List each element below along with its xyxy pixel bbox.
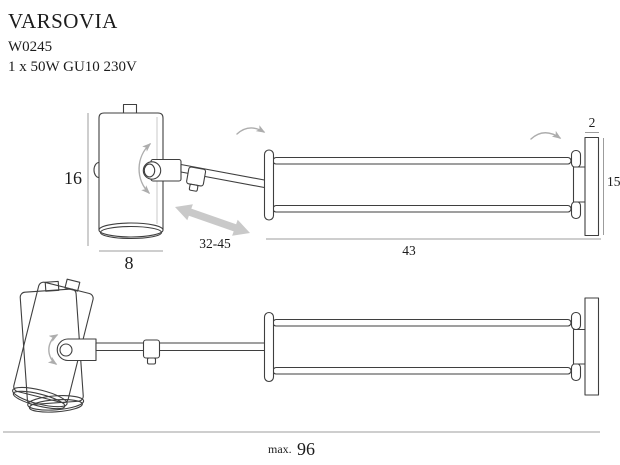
clamp-screw [188, 183, 199, 192]
pivot-knob-inner [143, 163, 156, 178]
dimension-label-plate-depth: 2 [589, 115, 596, 130]
rail-bottom [272, 366, 572, 375]
rail-end-top [570, 149, 582, 169]
lamp-head [93, 103, 164, 240]
dimension-label-rail-length: 43 [402, 243, 416, 258]
rail-assembly [263, 136, 600, 237]
lamp-head-main-position [19, 280, 85, 413]
clamp-collar [186, 166, 207, 187]
dimension-label-head-diameter: 8 [125, 253, 134, 273]
product-model: W0245 [8, 39, 52, 55]
tilted-view-drawing: max. 96 [3, 278, 600, 459]
product-spec: 1 x 50W GU10 230V [8, 59, 137, 75]
rail-end-bottom [570, 362, 582, 382]
clamp-collar [142, 339, 161, 359]
lens-rim-inner [28, 399, 83, 413]
rail-end-bottom [570, 200, 582, 220]
wall-plate [584, 297, 600, 396]
rail-top [272, 156, 572, 165]
dimension-max-width: max. 96 [3, 431, 600, 459]
tilt-arrow-icon [138, 142, 152, 195]
pivot-knob-outer [142, 161, 162, 180]
dimension-head-height: 16 [64, 113, 89, 246]
pivot-and-arm [142, 158, 268, 192]
dimension-label-extension-range: 32-45 [199, 236, 231, 251]
product-title: VARSOVIA [8, 9, 118, 33]
dimension-label-head-height: 16 [64, 168, 82, 188]
pivot-and-arm [56, 338, 267, 365]
tilt-arc [138, 142, 152, 195]
tilt-arc [47, 334, 59, 365]
rail-end-top [570, 311, 582, 331]
header: VARSOVIA W0245 1 x 50W GU10 230V [8, 9, 137, 75]
rail-bottom [272, 204, 572, 213]
dimension-label-max-prefix: max. [268, 442, 292, 456]
lens-rim-inner [99, 225, 163, 240]
clamp-screw [146, 357, 157, 365]
dimension-label-max-value: 96 [297, 439, 315, 459]
dimension-plate-height: 15 [603, 138, 620, 235]
pivot-axle [59, 343, 73, 357]
lens-rim-outer [98, 222, 164, 238]
arm-rod [95, 342, 267, 352]
dimension-head-diameter: 8 [99, 250, 163, 273]
swivel-arrow-right-icon [530, 130, 562, 140]
dimension-rail-length: 43 [266, 238, 601, 258]
extension-double-arrow [175, 204, 250, 236]
swivel-arrow-left-icon [236, 125, 266, 135]
wall-plate [584, 136, 600, 237]
rail-top [272, 318, 572, 327]
rail-assembly [263, 297, 600, 396]
dimension-plate-depth: 2 [585, 115, 599, 133]
slide-carriage [263, 149, 275, 221]
tilt-arrow-icon [47, 334, 59, 365]
dimension-label-plate-height: 15 [607, 174, 620, 189]
lens-rim-outer [27, 395, 85, 411]
arm-clamp [186, 166, 207, 192]
swivel-arc [236, 125, 266, 135]
swivel-arc [530, 130, 562, 140]
cylinder-body [98, 112, 164, 230]
lens-rim-inner [12, 390, 66, 410]
front-elevation-drawing: 16 [64, 103, 620, 273]
slide-carriage [263, 311, 275, 383]
top-knob [122, 103, 138, 115]
extension-arrow-icon [175, 204, 250, 236]
